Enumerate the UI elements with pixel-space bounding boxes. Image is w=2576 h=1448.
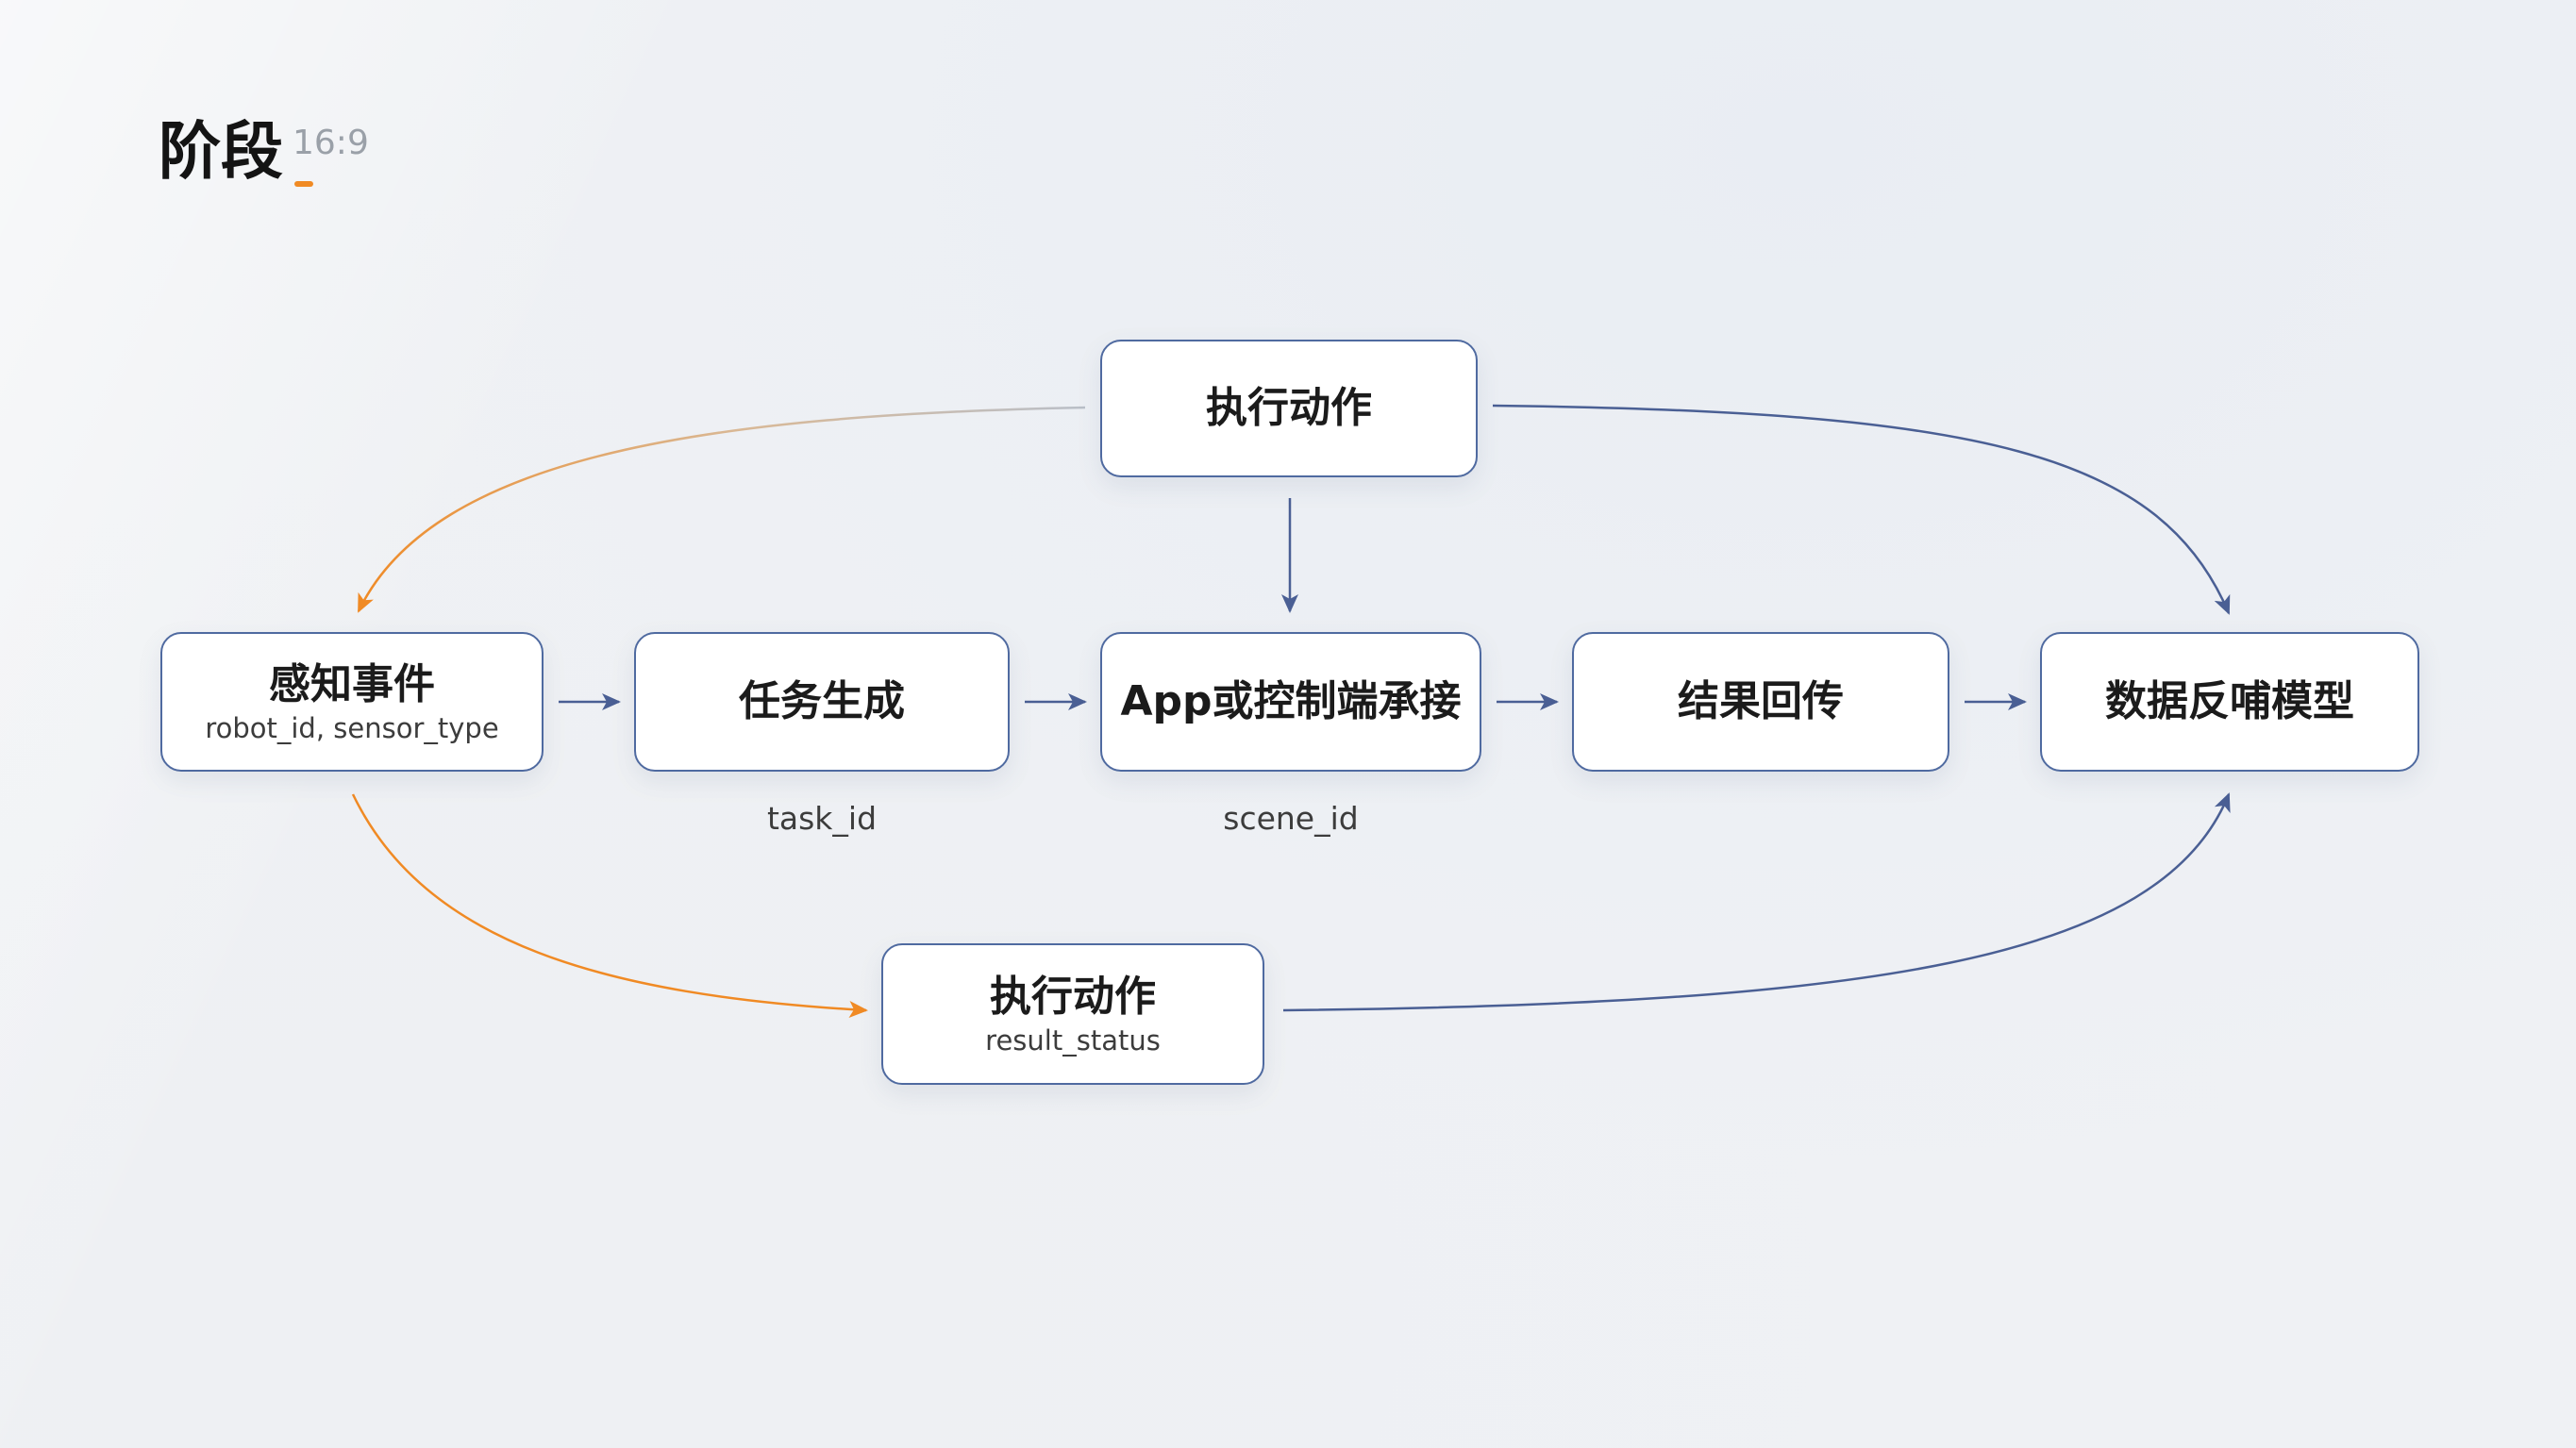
node-bottom-action-sub: result_status xyxy=(985,1024,1161,1057)
node-bottom-action[interactable]: 执行动作 result_status xyxy=(881,943,1264,1085)
node-task-gen[interactable]: 任务生成 xyxy=(634,632,1010,772)
node-app-control[interactable]: App或控制端承接 xyxy=(1100,632,1481,772)
node-app-control-title: App或控制端承接 xyxy=(1120,677,1462,725)
node-task-gen-title: 任务生成 xyxy=(739,677,905,725)
accent-underline xyxy=(294,181,313,187)
node-perception[interactable]: 感知事件 robot_id, sensor_type xyxy=(160,632,544,772)
node-top-action[interactable]: 执行动作 xyxy=(1100,340,1478,477)
aspect-ratio-text: 16:9 xyxy=(293,124,369,162)
node-result-return[interactable]: 结果回传 xyxy=(1572,632,1949,772)
edge-top-action-to-feedback xyxy=(1492,404,2231,615)
node-bottom-action-title: 执行动作 xyxy=(990,973,1156,1021)
page-title: 阶段 16:9 xyxy=(159,109,369,194)
node-top-action-title: 执行动作 xyxy=(1206,384,1372,432)
label-task-id: task_id xyxy=(766,800,878,837)
aspect-ratio-tag: 16:9 xyxy=(293,123,369,187)
node-result-return-title: 结果回传 xyxy=(1678,677,1844,725)
node-feedback-model[interactable]: 数据反哺模型 xyxy=(2040,632,2419,772)
node-feedback-model-title: 数据反哺模型 xyxy=(2105,677,2354,725)
edge-top-action-to-perception xyxy=(357,406,1086,613)
node-perception-title: 感知事件 xyxy=(269,660,435,708)
label-scene-id: scene_id xyxy=(1223,800,1359,837)
edge-bottom-action-to-feedback xyxy=(1282,792,2231,1012)
page-title-text: 阶段 xyxy=(159,115,283,188)
edge-perception-to-bottom-action xyxy=(351,793,868,1018)
node-perception-sub: robot_id, sensor_type xyxy=(205,712,499,744)
